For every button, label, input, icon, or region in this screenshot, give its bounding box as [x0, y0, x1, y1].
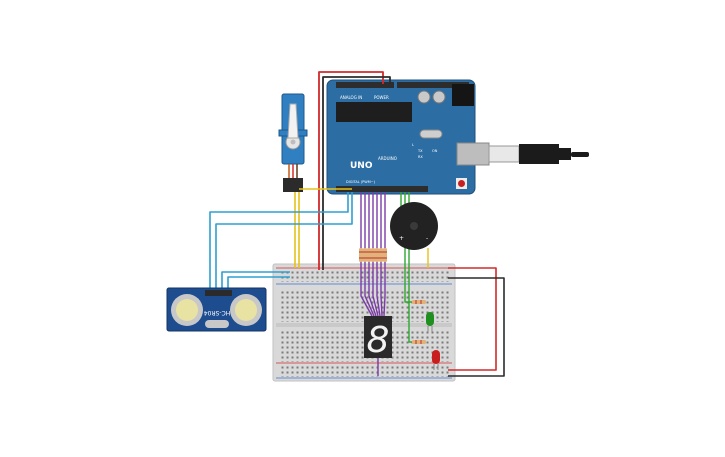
usb-cable-icon: [488, 144, 589, 164]
buzzer-icon: + -: [390, 202, 438, 250]
wires: [209, 71, 505, 377]
tx-label: TX: [417, 149, 423, 153]
led-resistors: [412, 300, 426, 344]
on-label: ON: [432, 149, 438, 153]
analog-header: [397, 82, 469, 88]
wire-gnd: [322, 76, 391, 270]
capacitor-1: [417, 90, 431, 104]
resistor-icon: [367, 248, 371, 262]
display-digit: 8: [367, 320, 390, 361]
usb-port: [456, 142, 490, 166]
power-label: POWER: [374, 95, 389, 100]
servo-motor-icon: [278, 93, 308, 192]
wire-rail-bridge-black: [448, 277, 505, 377]
wire-5v: [318, 71, 384, 270]
uno-logo: UNO: [350, 161, 373, 171]
sensor-pins: [205, 290, 232, 296]
buzzer-plus-label: +: [399, 235, 404, 242]
resistor-icon: [383, 248, 387, 262]
microcontroller-chip: [336, 102, 412, 122]
analog-label: ANALOG IN: [340, 95, 362, 100]
sensor-crystal: [205, 320, 229, 328]
wire-sensor-gnd: [227, 276, 290, 290]
segment-resistors: [359, 248, 387, 262]
rx-label: RX: [418, 155, 423, 159]
l-label: L: [412, 143, 414, 147]
capacitor-2: [432, 90, 446, 104]
reset-button: [458, 180, 465, 187]
arduino-brand: ARDUINO: [378, 156, 397, 161]
led-green: [426, 312, 434, 332]
wire-sensor-trig: [209, 192, 349, 290]
resistor-icon: [412, 340, 426, 344]
wire-rail-bridge-red: [448, 267, 497, 371]
digital-header: [336, 186, 428, 192]
sensor-model-label: HC-SR04: [204, 309, 231, 316]
led-red: [432, 350, 440, 370]
power-header: [336, 82, 394, 88]
resistor-icon: [412, 300, 426, 304]
ultrasonic-sensor: HC-SR04: [166, 287, 267, 332]
servo-connector: [283, 178, 303, 192]
resistor-icon: [375, 248, 379, 262]
digital-label: DIGITAL (PWM~): [346, 180, 376, 184]
resistor-icon: [359, 248, 363, 262]
arduino-uno-board: ANALOG IN POWER UNO ARDUINO DIGITAL (PWM…: [326, 79, 490, 195]
seven-segment-display: 8: [364, 316, 392, 361]
resistor-icon: [363, 248, 367, 262]
crystal: [419, 129, 443, 139]
buzzer-minus-label: -: [426, 235, 428, 242]
wire-sensor-echo: [215, 192, 353, 290]
resistor-icon: [379, 248, 383, 262]
power-jack: [452, 84, 474, 106]
wire-sensor-vcc: [221, 271, 290, 290]
resistor-icon: [371, 248, 375, 262]
